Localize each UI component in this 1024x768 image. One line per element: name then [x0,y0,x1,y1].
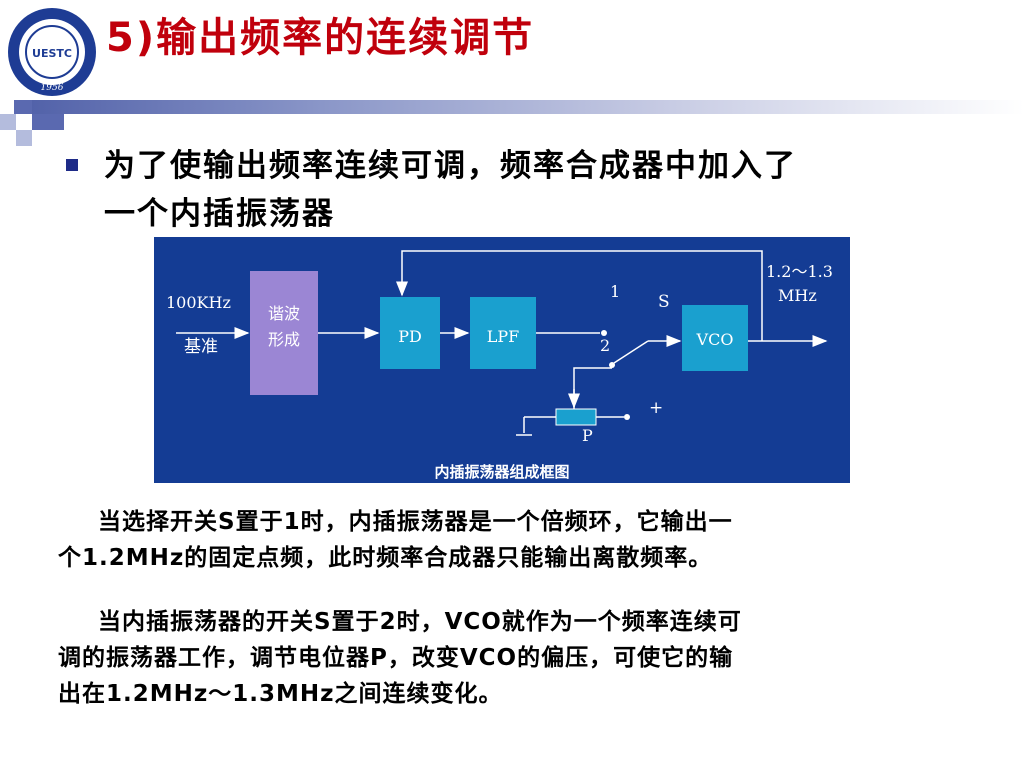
pot-positive-terminal [624,414,630,420]
plus-sign: + [649,398,663,418]
deco-square [32,114,48,130]
switch-contact-1 [601,330,607,336]
shaper-label-line-2: 形成 [268,330,300,349]
vco-label: VCO [696,330,734,349]
input-reference-label: 基准 [184,337,218,357]
output-unit-label: MHz [778,286,817,305]
bullet-text: 为了使输出频率连续可调，频率合成器中加入了 一个内插振荡器 [104,142,964,238]
deco-square [16,130,32,146]
bullet-line-2: 一个内插振荡器 [104,196,335,232]
header-rule [20,100,1024,114]
paragraph-2-line-1: 当内插振荡器的开关S置于2时，VCO就作为一个频率连续可 [98,609,742,635]
interpolation-oscillator-diagram: 100KHz 基准 谐波 形成 PD LPF 1 2 S VCO 1.2～1.3… [154,237,850,483]
switch-contact-2 [609,362,615,368]
paragraph-2-line-3: 出在1.2MHz～1.3MHz之间连续变化。 [58,681,503,707]
switch-position-2-label: 2 [600,336,610,355]
paragraph-2: 当内插振荡器的开关S置于2时，VCO就作为一个频率连续可 调的振荡器工作，调节电… [58,604,998,712]
logo-year: 1956 [41,83,64,93]
lpf-label: LPF [487,327,520,346]
pd-label: PD [398,327,422,346]
vco-block [682,305,748,371]
university-logo: UESTC 1956 [8,8,96,96]
deco-square [48,114,64,130]
pot-p-label: P [582,426,593,445]
potentiometer-block [555,408,597,426]
paragraph-1: 当选择开关S置于1时，内插振荡器是一个倍频环，它输出一 个1.2MHz的固定点频… [58,504,998,576]
diagram-caption: 内插振荡器组成框图 [434,463,569,481]
feedback-line [396,250,763,341]
switch-position-1-label: 1 [610,282,620,301]
deco-square [0,114,16,130]
bullet-line-1: 为了使输出频率连续可调，频率合成器中加入了 [104,148,797,184]
bullet-square-icon [66,159,78,171]
logo-text: UESTC [32,47,72,60]
shaper-label-line-1: 谐波 [268,304,300,323]
paragraph-1-line-2: 个1.2MHz的固定点频，此时频率合成器只能输出离散频率。 [58,545,713,571]
output-frequency-label: 1.2～1.3 [766,262,833,281]
input-frequency-label: 100KHz [166,293,231,312]
deco-square [14,100,32,114]
switch-s-label: S [658,292,670,312]
paragraph-2-line-2: 调的振荡器工作，调节电位器P，改变VCO的偏压，可使它的输 [58,645,734,671]
pd-block [380,297,440,369]
lpf-block [470,297,536,369]
harmonic-shaper-block [250,271,318,395]
slide-title: 5)输出频率的连续调节 [106,15,535,61]
switch-blade [613,340,649,364]
paragraph-1-line-1: 当选择开关S置于1时，内插振荡器是一个倍频环，它输出一 [98,509,733,535]
